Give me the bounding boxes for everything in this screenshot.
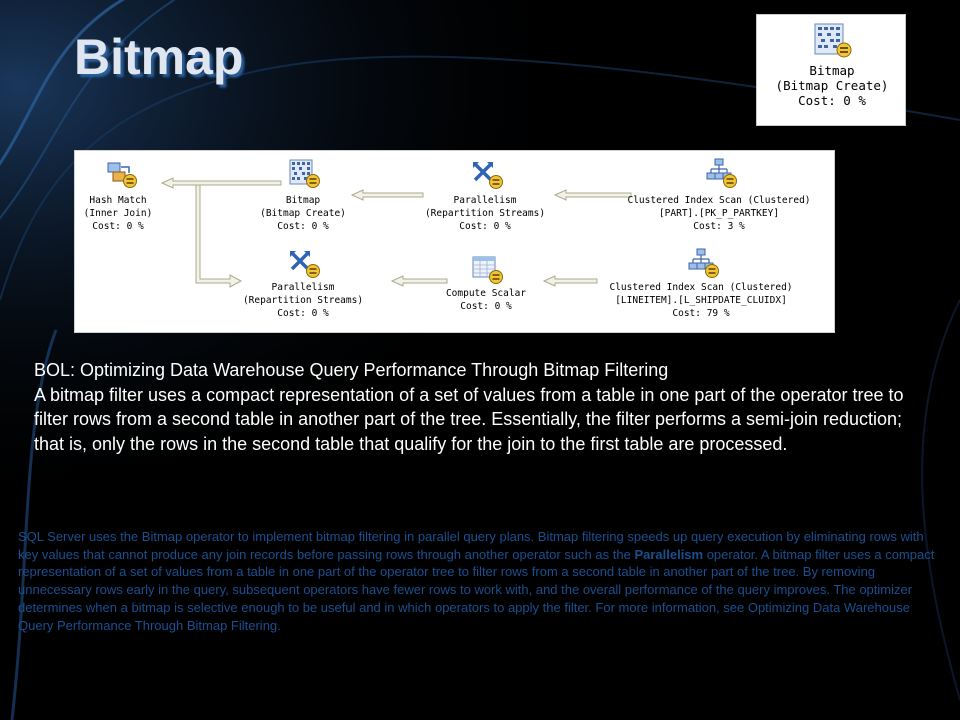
operator-name: Clustered Index Scan (Clustered) bbox=[609, 282, 793, 293]
operator-subtitle: (Bitmap Create) bbox=[260, 208, 346, 219]
clustered-index-scan-icon bbox=[688, 248, 719, 278]
plan-operator-bitmap-thumb[interactable]: Bitmap (Bitmap Create) Cost: 0 % bbox=[757, 15, 907, 127]
operator-subtitle: (Repartition Streams) bbox=[424, 208, 546, 219]
operator-cost: Cost: 0 % bbox=[459, 221, 511, 232]
operator-name: Parallelism bbox=[271, 282, 335, 293]
compute-scalar-icon bbox=[472, 256, 503, 284]
operator-cost: Cost: 3 % bbox=[693, 221, 745, 232]
bitmap-icon bbox=[814, 23, 852, 58]
operator-cost: Cost: 0 % bbox=[798, 93, 866, 108]
operator-subtitle: [PART].[PK_P_PARTKEY] bbox=[658, 208, 780, 219]
clustered-index-scan-icon bbox=[706, 158, 737, 188]
operator-name: Parallelism bbox=[453, 195, 517, 206]
parallelism-icon bbox=[290, 251, 320, 278]
operator-cost: Cost: 79 % bbox=[672, 308, 730, 319]
plan-connectors bbox=[160, 177, 632, 288]
note-text-before: SQL Server uses the Bitmap operator to i… bbox=[18, 529, 924, 562]
execution-plan-panel: Hash Match (Inner Join) Cost: 0 % Bitmap… bbox=[74, 150, 835, 333]
operator-subtitle: (Bitmap Create) bbox=[775, 78, 889, 93]
bitmap-operator-thumbnail: Bitmap (Bitmap Create) Cost: 0 % bbox=[756, 14, 906, 126]
operator-cost: Cost: 0 % bbox=[277, 308, 329, 319]
bol-section: BOL: Optimizing Data Warehouse Query Per… bbox=[34, 358, 920, 456]
operator-name: Hash Match bbox=[89, 195, 147, 206]
operator-name: Bitmap bbox=[809, 63, 855, 78]
operator-cost: Cost: 0 % bbox=[277, 221, 329, 232]
bol-body: A bitmap filter uses a compact represent… bbox=[34, 384, 904, 454]
operator-subtitle: [LINEITEM].[L_SHIPDATE_CLUIDX] bbox=[615, 295, 787, 306]
hash-match-icon bbox=[107, 162, 137, 188]
operator-cost: Cost: 0 % bbox=[92, 221, 144, 232]
parallelism-icon bbox=[473, 162, 503, 189]
bitmap-icon bbox=[289, 159, 320, 188]
operator-name: Bitmap bbox=[285, 195, 321, 206]
operator-name: Clustered Index Scan (Clustered) bbox=[627, 195, 811, 206]
note-text-after: operator. A bitmap filter uses a compact… bbox=[18, 546, 935, 633]
bol-heading: BOL: Optimizing Data Warehouse Query Per… bbox=[34, 360, 669, 380]
operator-subtitle: (Inner Join) bbox=[83, 208, 153, 219]
operator-subtitle: (Repartition Streams) bbox=[242, 295, 364, 306]
slide-title: Bitmap bbox=[74, 29, 244, 85]
note-emphasis: Parallelism bbox=[634, 546, 704, 562]
note-paragraph: SQL Server uses the Bitmap operator to i… bbox=[18, 528, 943, 634]
operator-name: Compute Scalar bbox=[445, 288, 527, 299]
operator-cost: Cost: 0 % bbox=[460, 301, 512, 312]
